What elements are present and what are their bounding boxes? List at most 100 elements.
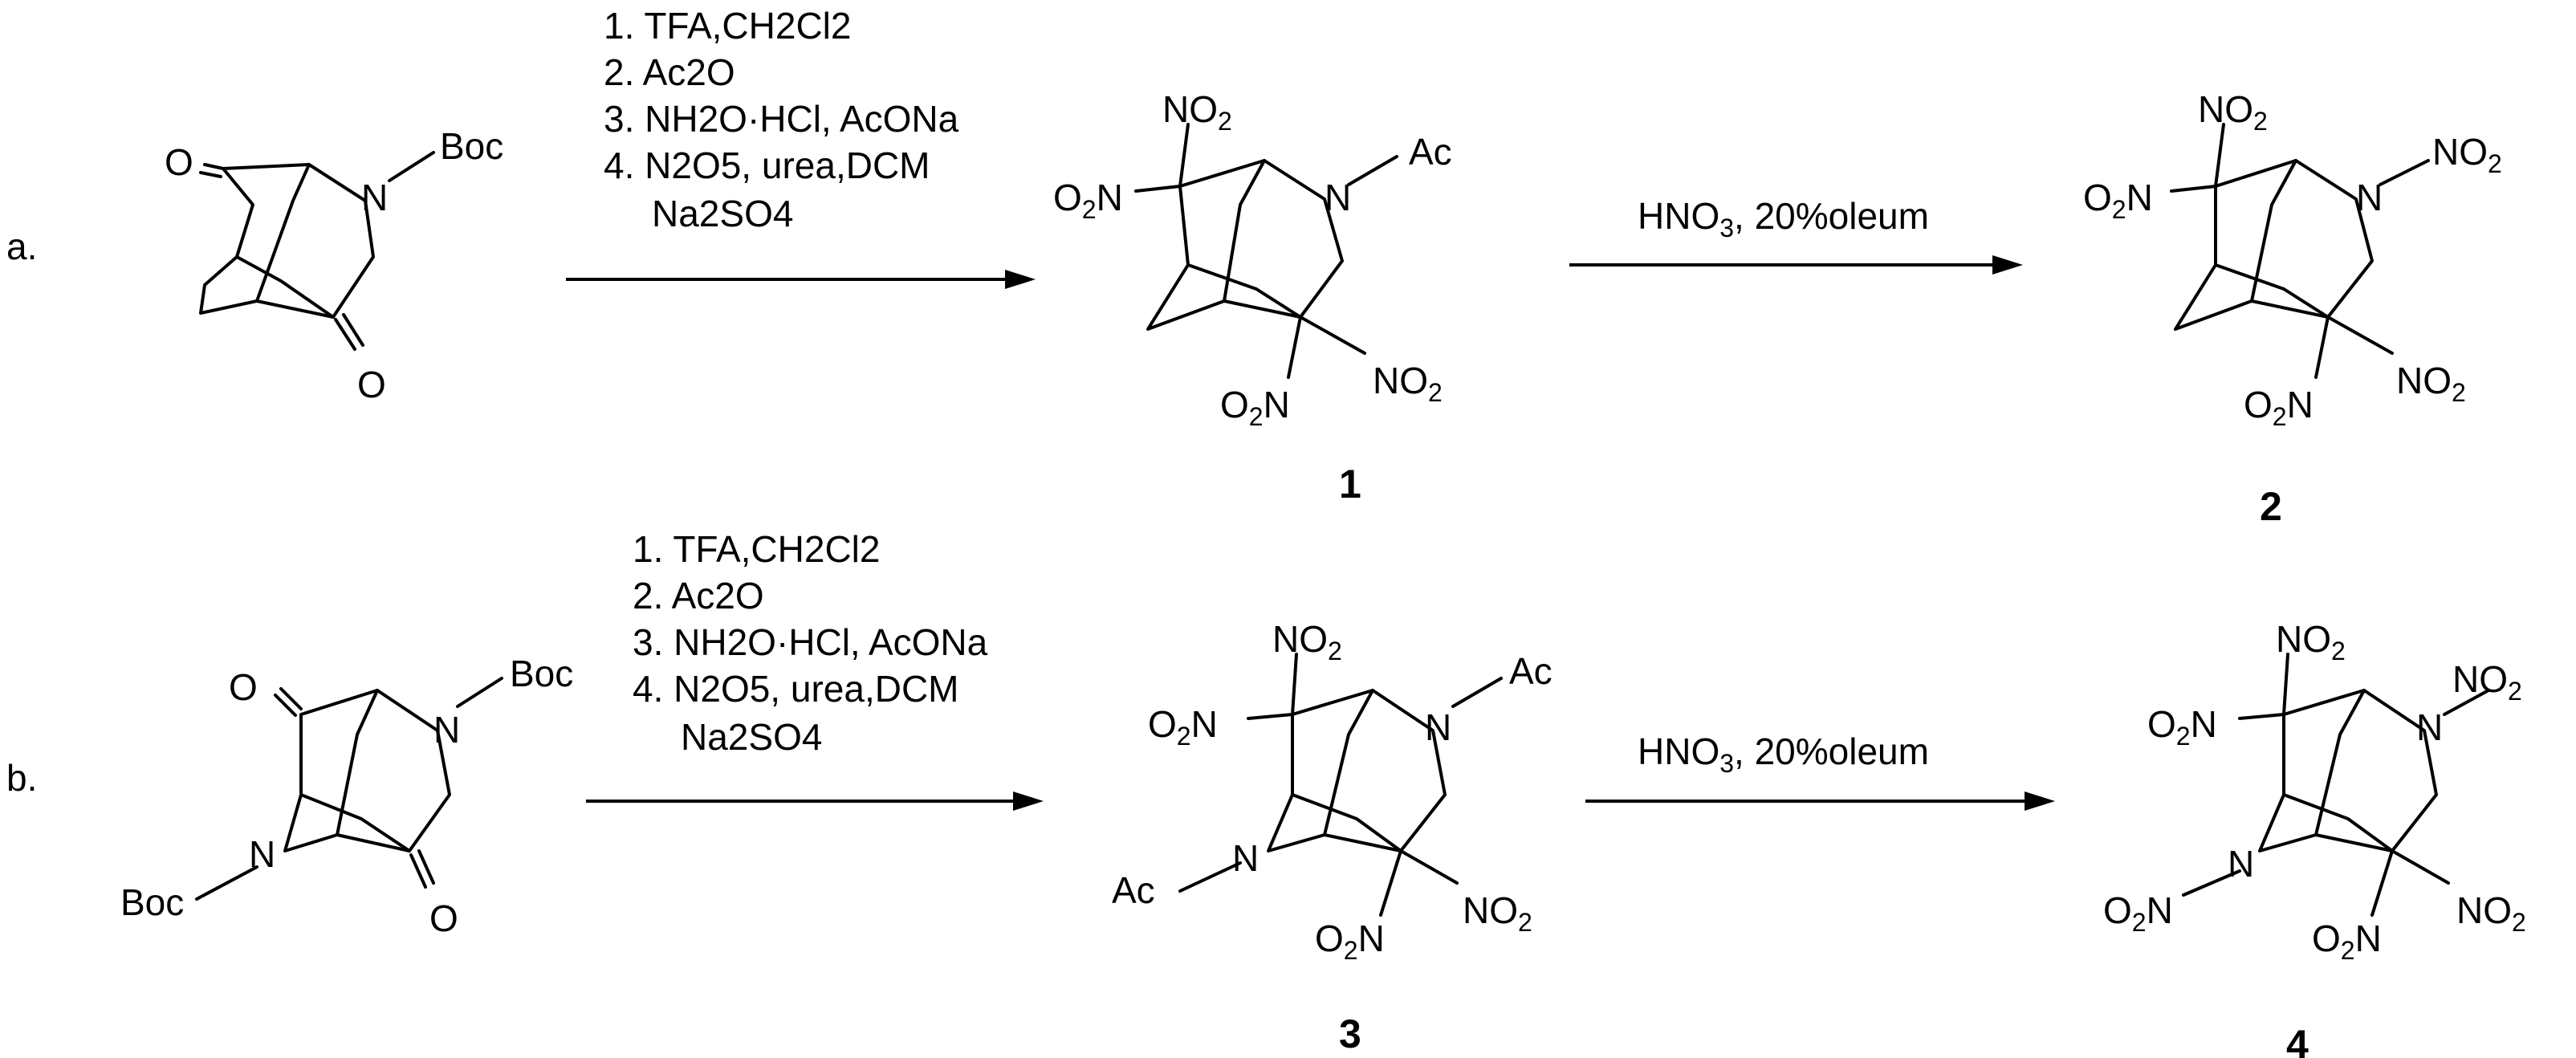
atom-label: N — [1232, 837, 1259, 879]
compound-number-1: 1 — [1339, 462, 1361, 507]
atom-label: Boc — [440, 125, 503, 167]
row-label-a: a. — [6, 226, 37, 267]
bond — [2238, 713, 2285, 720]
bond — [2326, 315, 2394, 355]
atom-label: NO2 — [1373, 360, 1443, 407]
bond — [255, 163, 311, 303]
atom-label: O — [229, 666, 258, 708]
conditions-a1: 1. TFA,CH2Cl2 2. Ac2O 3. NH2O·HCl, AcONa… — [604, 5, 959, 234]
product-1: NO2 Ac O2N N O2N NO2 — [1053, 88, 1452, 431]
bond — [1223, 159, 1266, 303]
bond — [2282, 653, 2289, 716]
reaction-arrow-b2 — [1585, 791, 2055, 811]
atom-label: NO2 — [2452, 658, 2522, 706]
condition-line: 4. N2O5, urea,DCM — [604, 144, 930, 186]
bond — [417, 849, 435, 885]
bond — [199, 171, 222, 178]
bond — [2314, 689, 2366, 836]
row-label-b: b. — [6, 757, 37, 799]
bond — [235, 255, 335, 319]
atom-label: N — [2356, 177, 2383, 218]
condition-line: 3. NH2O·HCl, AcONa — [604, 98, 959, 140]
atom-label: O — [429, 897, 458, 939]
bond — [1287, 315, 1302, 379]
bond — [299, 793, 411, 853]
starting-material-b: O Boc N N Boc O — [120, 653, 573, 939]
bond — [279, 687, 303, 710]
conditions-b1: 1. TFA,CH2Cl2 2. Ac2O 3. NH2O·HCl, AcONa… — [633, 528, 988, 758]
bond — [1451, 677, 1503, 708]
condition-line: HNO3, 20%oleum — [1638, 730, 1929, 778]
atom-label: O2N — [2103, 889, 2173, 937]
bond — [409, 853, 427, 889]
bond — [2314, 315, 2330, 379]
product-3: NO2 Ac O2N N Ac N O2N NO2 — [1112, 618, 1553, 965]
bond — [2250, 159, 2297, 303]
bond — [1379, 849, 1402, 917]
atom-label: N — [2228, 843, 2254, 885]
atom-label: N — [1425, 706, 1451, 748]
bond — [2379, 159, 2430, 186]
atom-label: N — [2416, 706, 2443, 748]
bond — [342, 313, 364, 347]
bond — [274, 694, 297, 717]
bond — [1267, 689, 1447, 853]
bond — [1291, 793, 1402, 853]
reaction-arrow-a1 — [566, 270, 1036, 289]
bond — [334, 318, 356, 351]
atom-label: Ac — [1112, 869, 1155, 911]
bond — [2370, 849, 2394, 917]
atom-label: O2N — [1053, 177, 1123, 224]
bond — [2170, 185, 2217, 193]
atom-label: Ac — [1509, 650, 1553, 692]
atom-label: NO2 — [2198, 88, 2268, 136]
atom-label: NO2 — [2432, 131, 2502, 178]
bond — [203, 163, 225, 170]
atom-label: N — [1325, 177, 1351, 218]
atom-label: N — [361, 177, 388, 218]
bond — [2258, 689, 2438, 853]
reaction-arrow-b1 — [586, 791, 1044, 811]
atom-label: NO2 — [2276, 618, 2346, 665]
bond — [336, 689, 379, 836]
atom-label: O2N — [1148, 703, 1218, 751]
atom-label: O2N — [1220, 384, 1290, 431]
compound-number-4: 4 — [2286, 1022, 2309, 1058]
atom-label: N — [433, 709, 460, 751]
bond — [2443, 689, 2490, 716]
condition-line: HNO3, 20%oleum — [1638, 195, 1929, 242]
bond — [1399, 849, 1459, 885]
condition-line: 1. TFA,CH2Cl2 — [633, 528, 880, 570]
starting-material-a: O Boc N O — [165, 125, 503, 405]
product-2: NO2 NO2 O2N N O2N NO2 — [2083, 88, 2502, 431]
atom-label: O — [357, 364, 386, 405]
product-4: NO2 NO2 O2N N N O2N O2N NO2 — [2103, 618, 2526, 965]
atom-label: NO2 — [1463, 889, 1532, 937]
bond — [2214, 263, 2330, 319]
bond — [1323, 689, 1374, 836]
bond — [388, 151, 435, 182]
bond — [2182, 869, 2241, 897]
atom-label: O2N — [1315, 918, 1385, 965]
condition-line: 1. TFA,CH2Cl2 — [604, 5, 851, 47]
atom-label: O2N — [2083, 177, 2153, 224]
compound-number-3: 3 — [1339, 1011, 1361, 1056]
bond — [1347, 155, 1398, 186]
bond — [2282, 793, 2394, 853]
atom-label: NO2 — [1272, 618, 1342, 665]
condition-line: Na2SO4 — [681, 716, 822, 758]
atom-label: Boc — [510, 653, 573, 694]
condition-line: Na2SO4 — [652, 193, 793, 234]
condition-line: 2. Ac2O — [633, 575, 764, 616]
atom-label: NO2 — [2396, 360, 2466, 407]
bond — [1178, 861, 1242, 893]
atom-label: O — [165, 141, 193, 183]
atom-label: O2N — [2244, 384, 2314, 431]
bond — [1134, 185, 1182, 193]
atom-label: NO2 — [2456, 889, 2526, 937]
bond — [307, 163, 367, 202]
condition-line: 2. Ac2O — [604, 51, 735, 93]
reaction-arrow-a2 — [1569, 255, 2023, 275]
bond — [1247, 713, 1294, 720]
